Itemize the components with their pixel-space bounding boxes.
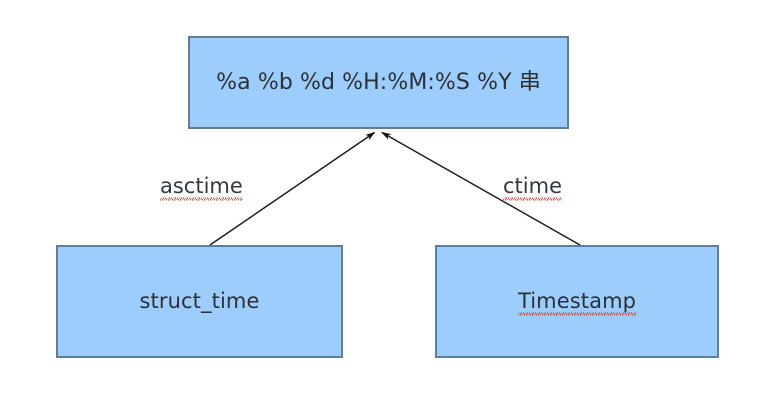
node-format-string[interactable]: %a %b %d %H:%M:%S %Y 串 [188,36,569,129]
node-struct-time-label: struct_time [139,289,260,313]
node-timestamp[interactable]: Timestamp [435,245,719,358]
edge-label-asctime-text: asctime [160,174,243,201]
node-timestamp-label: Timestamp [517,288,637,316]
edge-label-asctime: asctime [160,174,243,201]
edge-label-ctime: ctime [503,174,562,201]
node-struct-time[interactable]: struct_time [56,245,343,358]
node-format-string-label: %a %b %d %H:%M:%S %Y 串 [216,69,541,95]
edge-label-ctime-text: ctime [503,174,562,201]
